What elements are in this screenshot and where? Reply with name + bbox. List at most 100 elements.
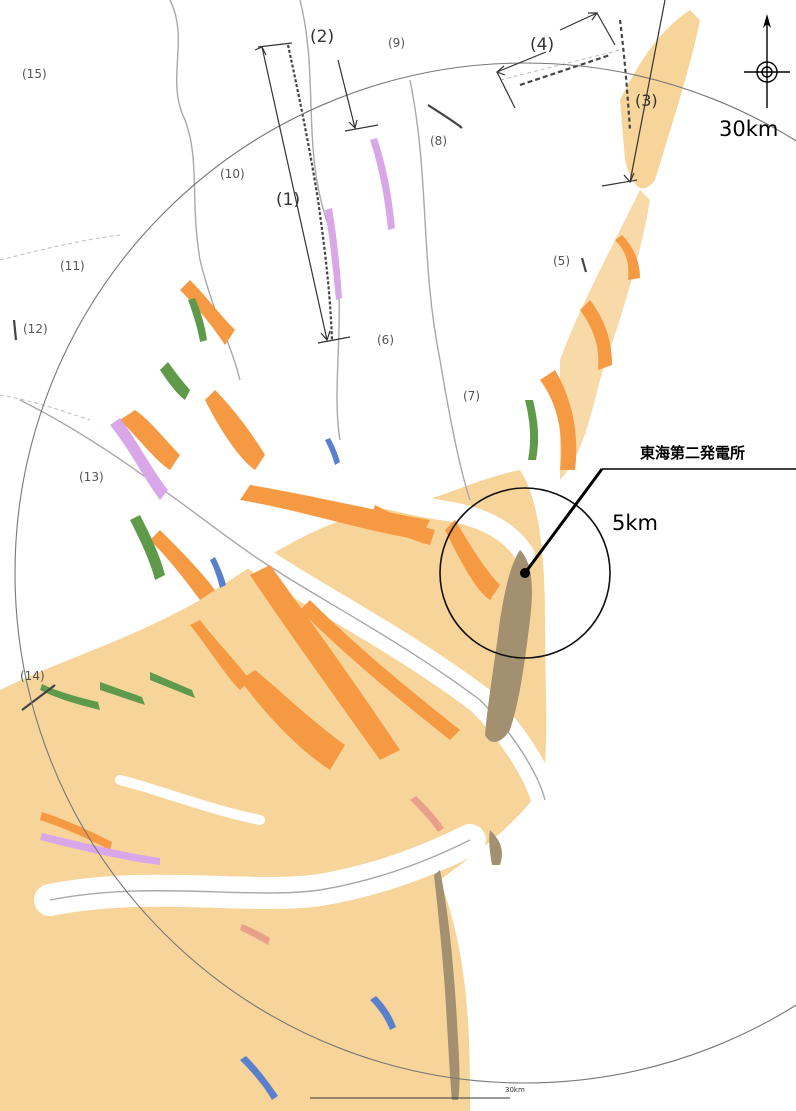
arrow-fault-2-head <box>348 119 358 130</box>
terrace-high-8 <box>150 530 215 600</box>
purple-unit-layer <box>40 138 395 865</box>
river-line-5 <box>49 839 471 901</box>
river-north <box>240 430 535 565</box>
green-unit-7 <box>188 298 207 342</box>
fault-label-15: (15) <box>22 67 47 81</box>
terrace-coast-strip <box>620 10 700 189</box>
arrow-fault-3-head <box>623 172 635 184</box>
pink-unit-1 <box>410 796 444 832</box>
radius-5km-circle <box>439 487 611 659</box>
arrow-fault-4-right <box>559 12 598 31</box>
fault-label-5: (5) <box>553 254 570 268</box>
fault-trace-3 <box>618 19 632 131</box>
arrow-fault-2 <box>337 59 356 129</box>
fault-trace-12 <box>12 319 18 341</box>
fault-label-6: (6) <box>377 333 394 347</box>
blue-unit-layer <box>210 438 396 1100</box>
arrow-fault-1-cap-top <box>257 42 293 48</box>
arrow-fault-1-cap-bottom <box>317 336 351 344</box>
scale-bar-label: 30km <box>505 1086 525 1094</box>
fault-label-12: (12) <box>23 322 48 336</box>
boundary-lines <box>0 49 621 421</box>
fault-trace-14 <box>21 684 56 711</box>
river-line-4 <box>409 79 471 501</box>
fault-traces <box>12 19 632 711</box>
purple-unit-4 <box>40 833 160 865</box>
plant-marker <box>520 568 530 578</box>
purple-unit-2 <box>370 138 395 230</box>
arrow-fault-1-head-bottom <box>320 330 331 342</box>
terrace-high-9 <box>120 410 180 470</box>
fault-labels: (1) (2) (3) (4) (5) (6) (7) (8) (9) (10)… <box>20 27 658 683</box>
blue-unit-4 <box>370 996 396 1030</box>
radius-30km-label: 30km <box>719 117 778 141</box>
fault-label-7: (7) <box>463 389 480 403</box>
fault-label-2: (2) <box>310 27 334 47</box>
arrow-fault-4-cap-right <box>596 12 616 46</box>
arrow-fault-3 <box>629 0 666 183</box>
dune-near-plant <box>485 550 532 742</box>
north-arrow-icon <box>744 14 790 108</box>
dune-south <box>489 830 502 865</box>
terrace-lowland-area <box>0 470 547 1111</box>
fault-label-11: (11) <box>60 259 85 273</box>
terrace-high-1 <box>250 565 400 760</box>
arrow-fault-4-left <box>496 51 547 73</box>
terrace-high-12 <box>540 370 577 470</box>
plant-leader-line <box>523 468 604 574</box>
terrace-high-5 <box>190 620 250 690</box>
pink-unit-layer <box>240 796 444 945</box>
green-unit-5 <box>100 682 145 705</box>
river-line-1 <box>169 0 241 381</box>
fault-label-3: (3) <box>635 91 658 110</box>
terrace-lowland-layer <box>0 10 700 1111</box>
arrow-fault-1-head-top <box>254 46 267 56</box>
scale-bar: 30km <box>310 1086 525 1099</box>
radius-30km-circle <box>14 62 796 1084</box>
terrace-high-11 <box>445 520 500 600</box>
terrace-high-7 <box>180 280 235 345</box>
terrace-high-14 <box>615 235 640 280</box>
fault-label-1: (1) <box>276 190 300 210</box>
dune-coast-long <box>434 870 460 1100</box>
arrow-fault-2-cap <box>344 124 379 132</box>
purple-unit-3 <box>325 208 342 300</box>
boundary-line-2 <box>0 394 91 421</box>
green-unit-2 <box>160 362 190 400</box>
green-unit-1 <box>130 515 165 580</box>
plant-name-label: 東海第二発電所 <box>640 444 745 462</box>
arrow-fault-4-cap-left <box>496 71 516 109</box>
terrace-high-2 <box>300 600 460 740</box>
blue-unit-3 <box>240 1056 278 1100</box>
green-unit-3 <box>525 400 539 460</box>
pink-unit-2 <box>240 924 270 945</box>
terrace-high-10 <box>370 505 435 545</box>
terrace-high-15 <box>40 812 112 850</box>
fault-label-10: (10) <box>220 167 245 181</box>
fault-arrows <box>254 0 666 344</box>
arrow-fault-1 <box>261 46 328 341</box>
terrace-high-4 <box>240 670 345 770</box>
fault-trace-8 <box>427 104 463 129</box>
green-unit-layer <box>40 298 539 710</box>
dune-layer <box>434 550 532 1100</box>
fault-label-14: (14) <box>20 669 45 683</box>
fault-trace-4 <box>519 53 611 87</box>
terrace-high-layer <box>40 235 640 850</box>
blue-unit-1 <box>325 438 340 465</box>
fault-label-9: (9) <box>388 36 405 50</box>
terrace-high-13 <box>580 300 612 370</box>
fault-trace-5 <box>580 257 588 273</box>
terrace-high-6 <box>205 390 265 470</box>
river-line-2 <box>19 399 546 801</box>
green-unit-4 <box>40 684 100 710</box>
fault-label-13: (13) <box>79 470 104 484</box>
boundary-line-1 <box>0 234 121 261</box>
radius-5km-label: 5km <box>612 511 658 535</box>
purple-unit-1 <box>110 418 168 500</box>
arrow-fault-3-cap <box>601 179 638 187</box>
fault-label-4: (4) <box>530 35 554 55</box>
blue-unit-2 <box>210 557 226 588</box>
